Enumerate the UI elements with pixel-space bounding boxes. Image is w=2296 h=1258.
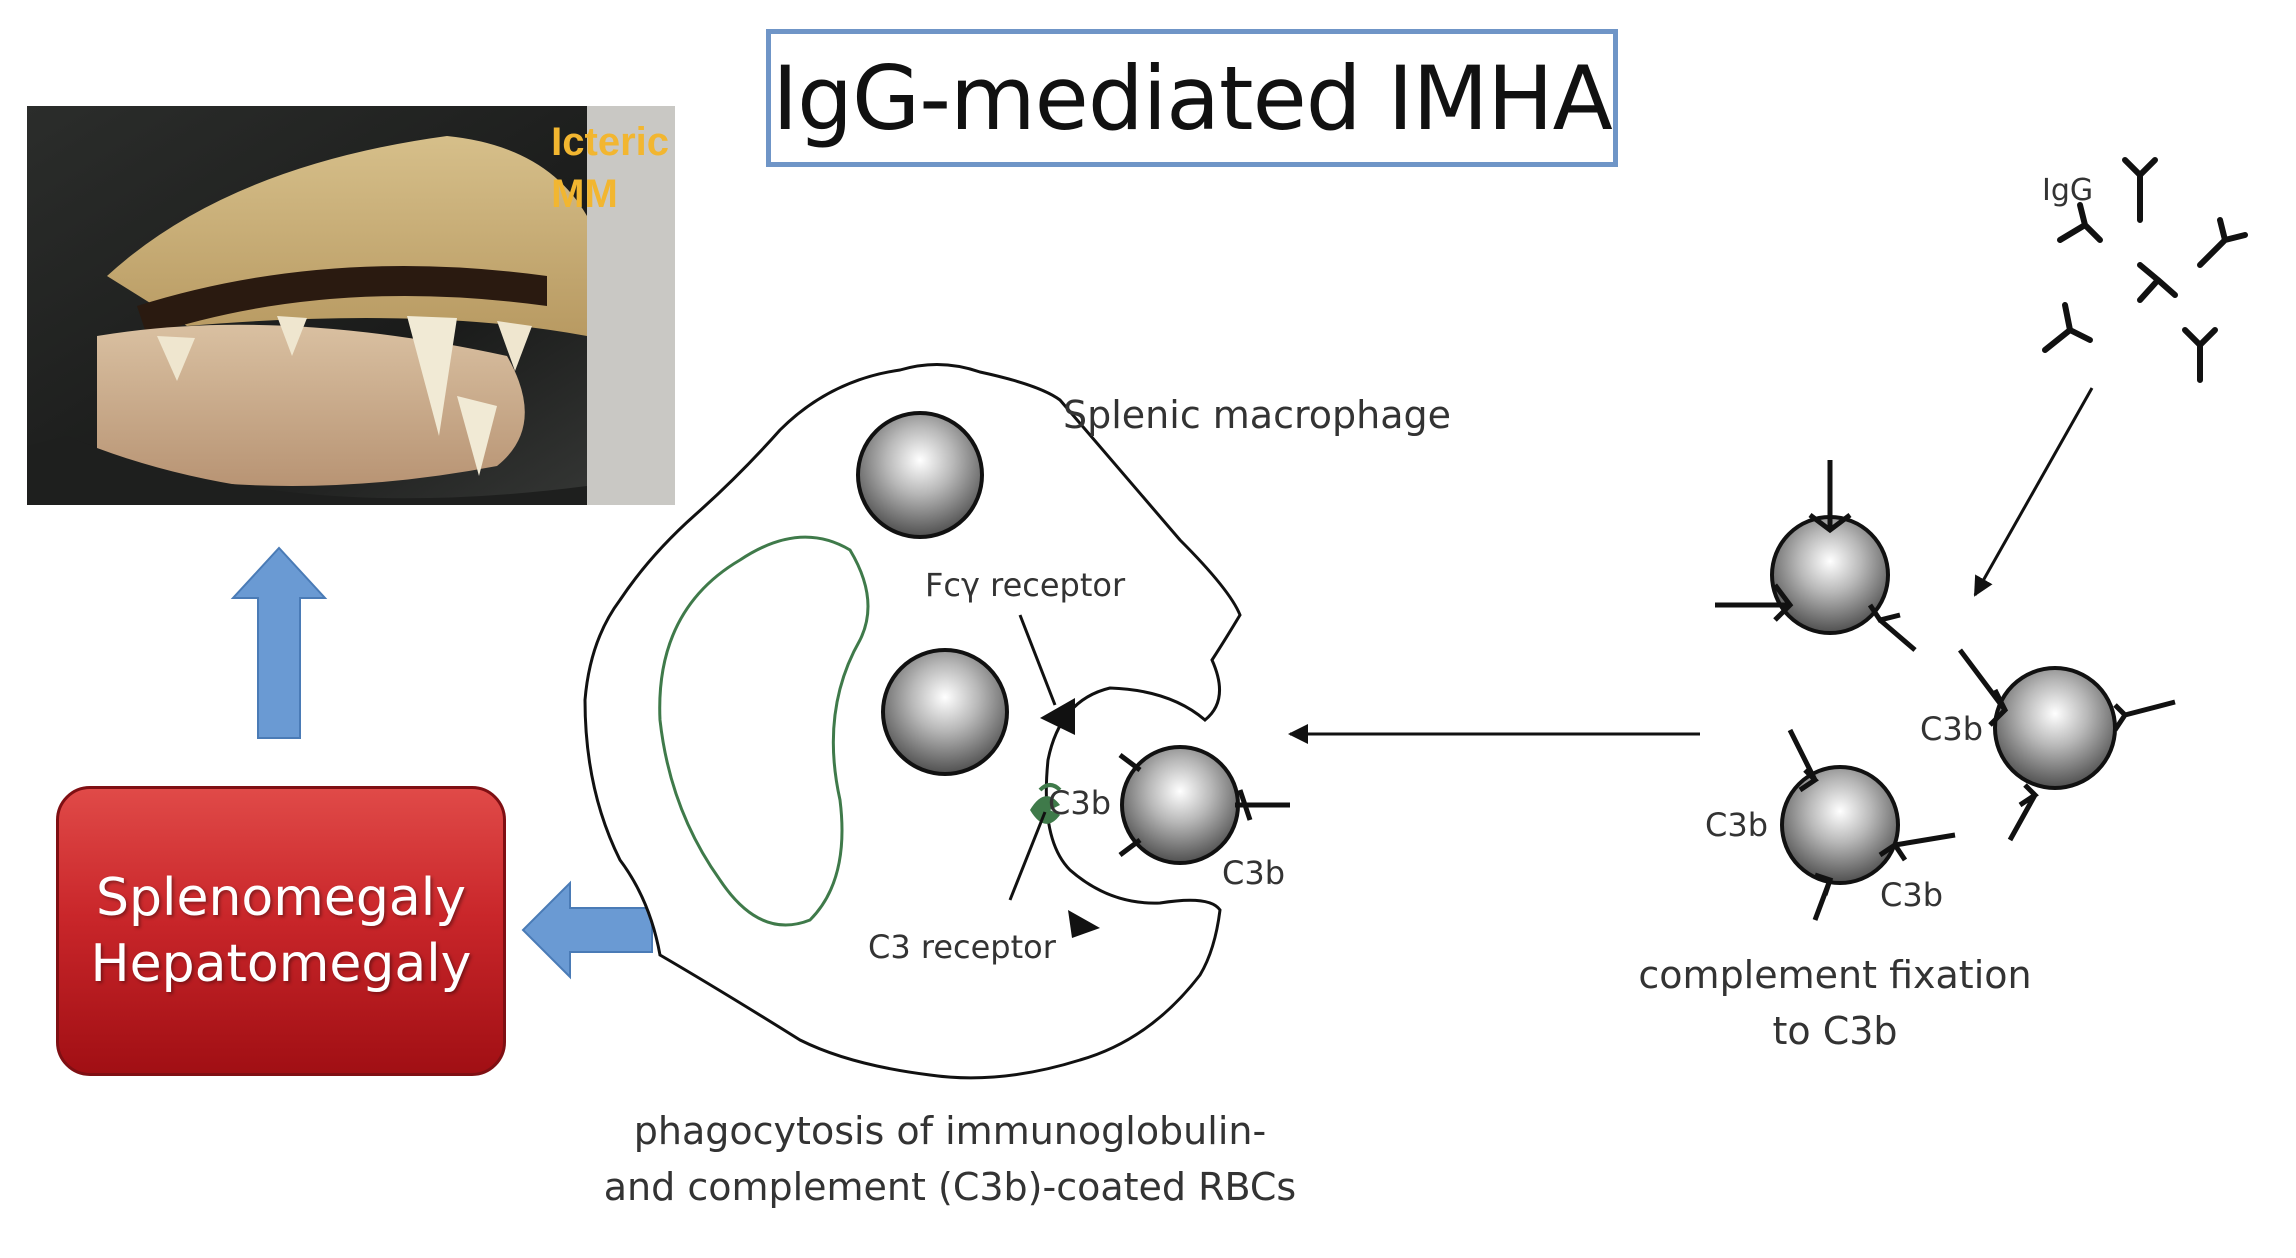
- coated-rbc-group: [1715, 460, 2176, 921]
- igg-molecules: [2042, 157, 2248, 383]
- outcome-line1: Splenomegaly: [96, 868, 466, 928]
- c3b-label-right-2: C3b: [1705, 806, 1768, 844]
- c3b-label-inner: C3b: [1048, 784, 1111, 822]
- phagocytosis-caption-line2: and complement (C3b)-coated RBCs: [604, 1165, 1296, 1209]
- fc-receptor-mark: [1040, 698, 1075, 735]
- fixation-caption-line2: to C3b: [1772, 1009, 1897, 1053]
- fc-receptor-label: Fcγ receptor: [925, 566, 1126, 604]
- outcome-line2: Hepatomegaly: [90, 934, 472, 994]
- phagocytosed-rbc: [881, 648, 1009, 776]
- phagocytosed-rbc: [856, 411, 984, 539]
- fc-receptor-leader: [1018, 614, 1057, 706]
- c3-receptor-mark: [1068, 910, 1100, 938]
- c3b-label-right-1: C3b: [1920, 710, 1983, 748]
- page-title: IgG-mediated IMHA: [772, 46, 1613, 150]
- title-box: IgG-mediated IMHA: [766, 29, 1618, 167]
- left-arrow: [521, 880, 653, 980]
- macrophage-nucleus: [658, 535, 870, 927]
- fixation-caption-line1: complement fixation: [1638, 953, 2031, 997]
- c3b-label-outer: C3b: [1222, 854, 1285, 892]
- icteric-mucous-membrane-photo: Icteric MM: [27, 106, 675, 505]
- igg-on-rbc: [1118, 753, 1290, 857]
- igg-label: IgG: [2042, 173, 2093, 208]
- c3-receptor-label: C3 receptor: [868, 928, 1057, 966]
- up-arrow: [230, 546, 328, 739]
- c3-receptor-leader: [1008, 811, 1047, 901]
- icteric-label-line2: MM: [551, 172, 618, 216]
- icteric-label-line1: Icteric: [551, 120, 669, 164]
- c3b-pacman: [1030, 796, 1060, 824]
- splenomegaly-hepatomegaly-box: Splenomegaly Hepatomegaly: [56, 786, 506, 1076]
- c3b-label-right-3: C3b: [1880, 876, 1943, 914]
- splenic-macrophage-label: Splenic macrophage: [1063, 393, 1451, 437]
- igg-arrow: [1973, 387, 2094, 597]
- phagocytosis-caption-line1: phagocytosis of immunoglobulin-: [634, 1109, 1266, 1153]
- icteric-mm-label: Icteric MM: [551, 116, 669, 220]
- coated-rbc: [1120, 745, 1240, 865]
